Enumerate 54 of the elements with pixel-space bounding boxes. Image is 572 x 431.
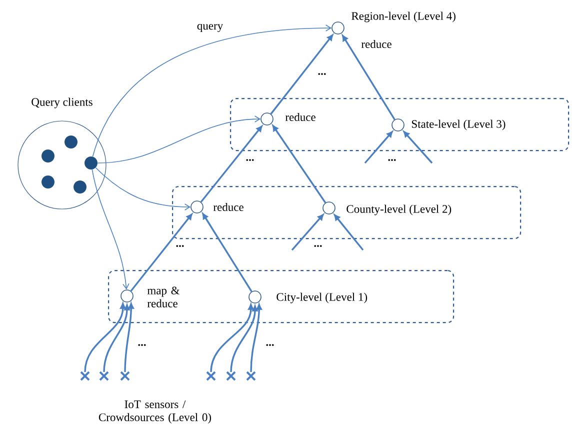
node-label: map & reduce: [147, 286, 180, 308]
ellipsis: ...: [246, 159, 254, 161]
aggregator-node: [120, 290, 134, 302]
ellipsis: ...: [138, 344, 146, 346]
arrow: [403, 131, 433, 164]
sensor-mark: [99, 371, 109, 381]
arrow: [210, 304, 254, 372]
node-label: Query clients: [32, 98, 92, 108]
arrow: [342, 35, 396, 120]
arrow: [272, 125, 326, 204]
node-label: reduce: [213, 202, 244, 212]
arrow: [97, 116, 261, 164]
client-dot: [42, 150, 54, 162]
aggregator-node: [248, 290, 262, 304]
arrow: [92, 169, 130, 290]
arrow: [124, 302, 134, 372]
node-label: reduce: [361, 40, 392, 48]
ellipsis: ...: [314, 245, 322, 247]
arrow: [202, 213, 252, 292]
client-dot: [42, 176, 54, 188]
arrow: [200, 126, 262, 203]
arrow: [95, 167, 191, 210]
aggregator-node: [260, 112, 274, 126]
arrow: [103, 304, 130, 372]
aggregator-node: [332, 22, 344, 34]
caption-text: IoT sensors / Crowdsources (Level 0): [98, 400, 212, 424]
arrow: [270, 34, 334, 114]
arrow: [84, 302, 126, 372]
arrow: [230, 305, 258, 372]
ellipsis: ...: [318, 73, 326, 75]
client-dot: [74, 180, 86, 194]
sensor-mark: [226, 371, 236, 381]
aggregator-node: [322, 202, 336, 214]
sensor-mark: [80, 371, 90, 381]
arrow: [334, 214, 364, 251]
ellipsis: ...: [266, 344, 274, 346]
arrow: [130, 214, 192, 292]
arrow: [364, 131, 393, 164]
ellipsis: ...: [176, 245, 184, 247]
client-dot: [84, 156, 98, 170]
arrow: [92, 24, 332, 157]
sensor-mark: [246, 371, 256, 381]
ellipsis: ...: [388, 159, 396, 161]
arrow: [250, 304, 262, 372]
client-dot: [64, 136, 78, 148]
node-label: reduce: [285, 112, 316, 122]
sensor-mark: [206, 371, 216, 381]
aggregator-node: [190, 200, 204, 214]
client-group: Query clients: [18, 98, 106, 210]
arrow: [291, 214, 324, 251]
node-label: Region-level (Level 4): [352, 12, 456, 22]
sensor-mark: [120, 371, 130, 381]
aggregator-node: [392, 118, 404, 132]
edge-label: query: [196, 23, 224, 33]
